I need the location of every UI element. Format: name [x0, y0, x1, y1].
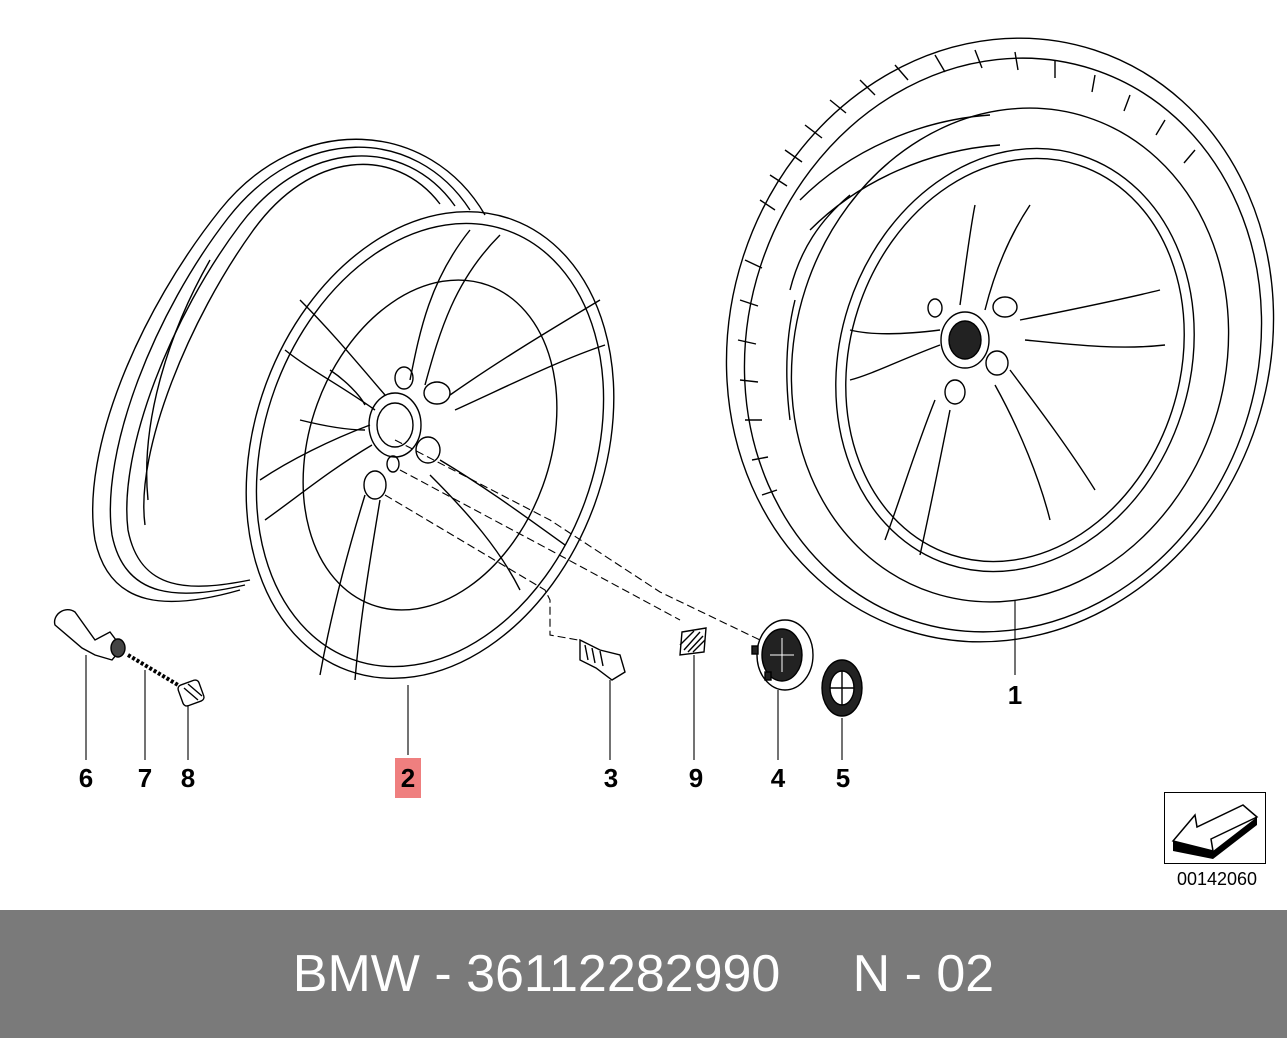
callout-7: 7 [137, 763, 153, 793]
callout-4: 4 [770, 763, 786, 793]
reference-number: 00142060 [1176, 869, 1258, 889]
small-parts [53, 608, 863, 717]
part-number-caption: BMW - 36112282990 N - 02 [292, 945, 995, 1003]
callout-9: 9 [688, 763, 704, 793]
parts-diagram [53, 37, 1275, 760]
footer-banner: BMW - 36112282990 N - 02 [0, 910, 1287, 1038]
leader-lines [85, 439, 1016, 760]
rim-drawing [91, 138, 615, 681]
callout-2-highlighted: 2 [395, 758, 421, 798]
callout-1: 1 [1007, 680, 1023, 710]
callout-6: 6 [78, 763, 94, 793]
callout-3: 3 [603, 763, 619, 793]
callout-5: 5 [835, 763, 851, 793]
arrow-icon [1171, 804, 1259, 859]
reference-box [1164, 792, 1266, 864]
callout-8: 8 [180, 763, 196, 793]
complete-wheel-drawing [725, 37, 1275, 643]
